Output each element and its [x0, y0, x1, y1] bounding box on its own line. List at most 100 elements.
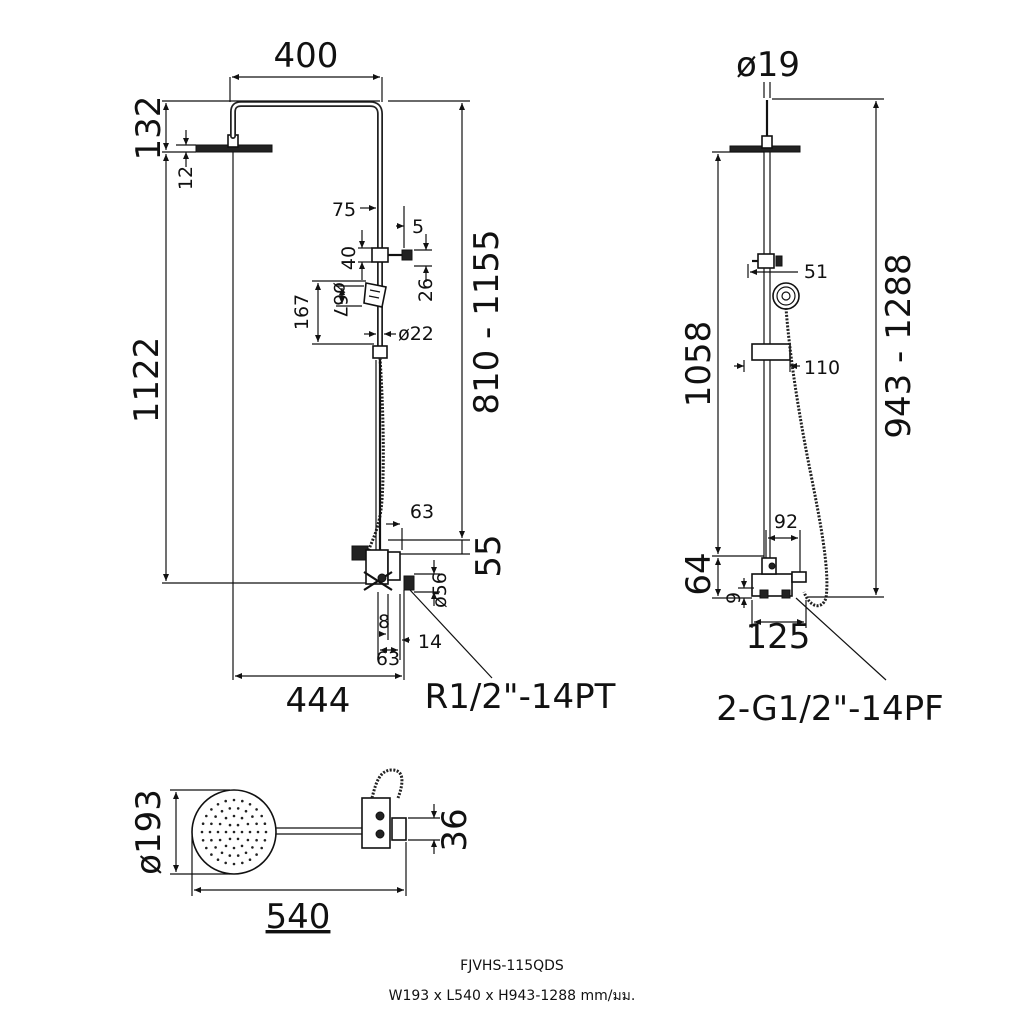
top-dimensions: ø193 540 36: [129, 789, 475, 937]
front-dimensions: 400 132 12 1122 444 810 - 1155: [127, 36, 616, 721]
dim-75: 75: [332, 199, 356, 221]
nozzle-dot: [220, 809, 224, 813]
nozzle-dot: [232, 846, 236, 850]
nozzle-dot: [228, 807, 232, 810]
nozzle-dot: [210, 853, 213, 856]
dim-444: 444: [286, 681, 351, 721]
dim-8: 8: [378, 611, 390, 633]
nozzle-dot: [201, 822, 205, 825]
dim-1122: 1122: [127, 337, 167, 424]
dim-55: 55: [469, 534, 509, 577]
nozzle-dot: [248, 830, 252, 834]
rail-slider: [372, 345, 388, 359]
dim-dia-19: ø19: [736, 45, 800, 85]
nozzle-dot: [244, 851, 248, 855]
nozzle-dot: [246, 838, 250, 842]
nozzle-dot: [251, 846, 254, 849]
nozzle-dot: [236, 807, 240, 810]
dim-14: 14: [418, 631, 442, 653]
nozzle-dot: [224, 830, 228, 834]
dim-540: 540: [266, 897, 331, 937]
dim-51: 51: [804, 261, 828, 283]
nozzle-dot: [228, 837, 232, 841]
nozzle-dot: [200, 830, 204, 834]
nozzle-dot: [224, 816, 228, 820]
dim-12: 12: [175, 166, 197, 190]
nozzle-dot: [210, 838, 213, 842]
mixer-valve: [351, 545, 415, 591]
side-hose: [784, 307, 829, 608]
nozzle-dot: [228, 854, 232, 857]
side-dimensions: ø19 943 - 1288 1058 64 9 51: [679, 45, 944, 729]
side-mixer: [751, 557, 807, 599]
front-view: 400 132 12 1122 444 810 - 1155: [127, 36, 616, 721]
nozzle-dot: [210, 822, 213, 826]
shower-arm-pipe: [230, 101, 383, 353]
dim-132: 132: [129, 96, 169, 161]
nozzle-dot: [240, 830, 244, 834]
nozzle-dot: [263, 839, 267, 842]
dim-dia-22: ø22: [398, 323, 434, 345]
nozzle-dot: [218, 822, 222, 826]
side-slider: [751, 343, 791, 361]
nozzle-dot: [255, 853, 258, 856]
nozzle-dot: [246, 822, 250, 826]
nozzle-dot: [214, 846, 217, 849]
nozzle-dot: [236, 823, 240, 827]
nozzle-dot: [248, 858, 252, 861]
nozzle-dot: [205, 846, 208, 850]
nozzle-dot: [241, 799, 244, 803]
nozzle-dot: [205, 814, 208, 818]
dim-63-bottom: 63: [376, 648, 400, 670]
nozzle-dot: [228, 823, 232, 827]
nozzle-dot: [236, 837, 240, 841]
nozzle-dot: [240, 816, 244, 820]
dim-9: 9: [723, 592, 745, 604]
front-thread-label: R1/2"-14PT: [425, 677, 616, 717]
dim-36: 36: [435, 808, 475, 851]
nozzle-dot: [216, 830, 220, 834]
dim-92: 92: [774, 511, 798, 533]
nozzle-dot: [248, 803, 252, 806]
top-view: ø193 540 36: [129, 768, 475, 937]
side-hand-shower: [772, 282, 800, 310]
dim-125: 125: [746, 617, 811, 657]
nozzle-dot: [214, 815, 217, 818]
dim-110: 110: [804, 357, 840, 379]
shower-hose: [366, 357, 385, 553]
nozzle-dot: [210, 808, 213, 811]
dim-1058: 1058: [679, 321, 719, 408]
nozzle-dot: [216, 803, 220, 806]
top-mixer: [361, 768, 407, 849]
nozzle-dot: [232, 862, 236, 866]
dim-400: 400: [274, 36, 339, 76]
nozzle-dot: [255, 808, 258, 811]
nozzle-dot: [244, 809, 248, 813]
caption: FJVHS-115QDS W193 x L540 x H943-1288 mm/…: [389, 958, 636, 1004]
side-view: ø19 943 - 1288 1058 64 9 51: [679, 45, 944, 729]
nozzle-dot: [241, 861, 244, 865]
nozzle-dot: [236, 854, 240, 857]
nozzle-dot: [232, 814, 236, 818]
nozzle-dot: [220, 851, 224, 855]
nozzle-dot: [201, 839, 205, 842]
dim-dia-56: ø56: [429, 572, 451, 608]
dim-dia-67: ø67: [329, 282, 351, 318]
overall-size: W193 x L540 x H943-1288 mm/มม.: [389, 988, 636, 1004]
top-shower-head: [191, 789, 277, 875]
nozzle-dot: [218, 838, 222, 842]
dim-5: 5: [412, 216, 424, 238]
nozzle-dot: [232, 830, 236, 834]
model-number: FJVHS-115QDS: [460, 958, 564, 974]
nozzle-dot: [251, 815, 254, 818]
nozzle-dot: [224, 844, 228, 848]
nozzle-dot: [208, 830, 212, 834]
nozzle-dots: [200, 798, 268, 866]
dim-40: 40: [338, 246, 360, 270]
nozzle-dot: [256, 830, 260, 834]
dim-63-top: 63: [410, 501, 434, 523]
rain-shower-head: [195, 134, 273, 153]
dim-943-1288: 943 - 1288: [879, 253, 919, 438]
nozzle-dot: [255, 822, 258, 826]
